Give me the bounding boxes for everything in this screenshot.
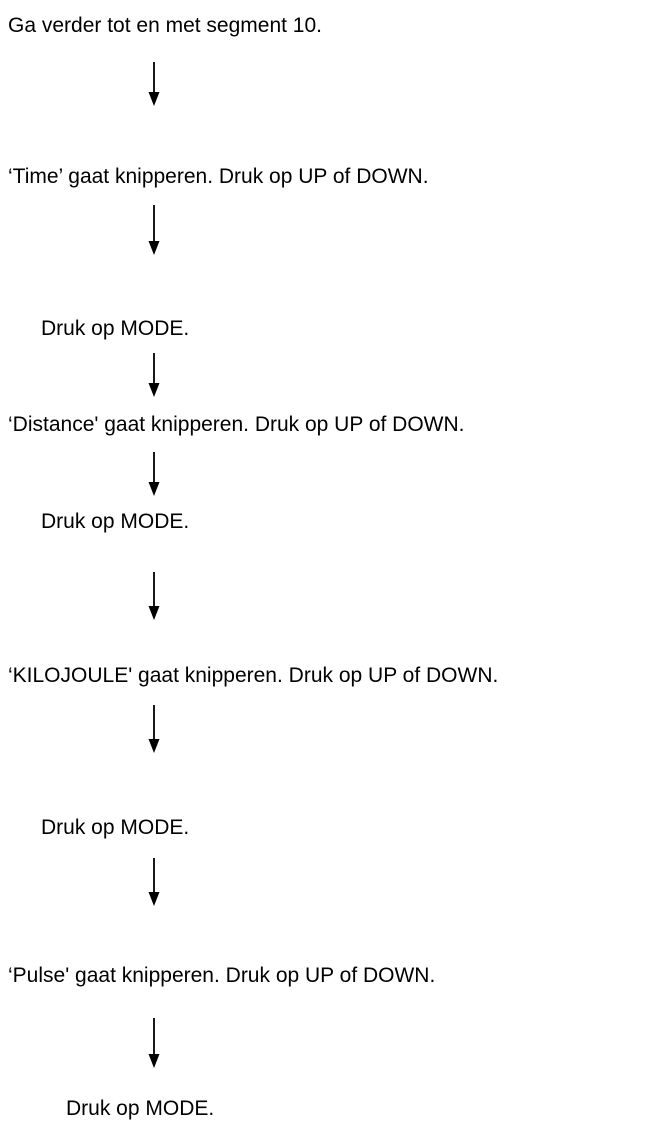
step-pulse-blinks: ‘Pulse' gaat knipperen. Druk op UP of DO… bbox=[8, 964, 436, 987]
arrow-down-icon bbox=[147, 572, 161, 620]
step-kilojoule-blinks: ‘KILOJOULE' gaat knipperen. Druk op UP o… bbox=[8, 664, 499, 687]
step-distance-blinks: ‘Distance' gaat knipperen. Druk op UP of… bbox=[8, 413, 465, 436]
step-press-mode: Druk op MODE. bbox=[66, 1097, 215, 1120]
arrow-down-icon bbox=[147, 705, 161, 753]
arrow-down-icon bbox=[147, 452, 161, 496]
arrow-down-icon bbox=[147, 353, 161, 397]
step-continue-to-segment: Ga verder tot en met segment 10. bbox=[8, 14, 322, 37]
step-press-mode: Druk op MODE. bbox=[41, 317, 190, 340]
step-time-blinks: ‘Time’ gaat knipperen. Druk op UP of DOW… bbox=[8, 165, 429, 188]
arrow-down-icon bbox=[147, 858, 161, 906]
arrow-down-icon bbox=[147, 1018, 161, 1068]
step-press-mode: Druk op MODE. bbox=[41, 510, 190, 533]
step-press-mode: Druk op MODE. bbox=[41, 816, 190, 839]
arrow-down-icon bbox=[147, 62, 161, 106]
arrow-down-icon bbox=[147, 205, 161, 255]
